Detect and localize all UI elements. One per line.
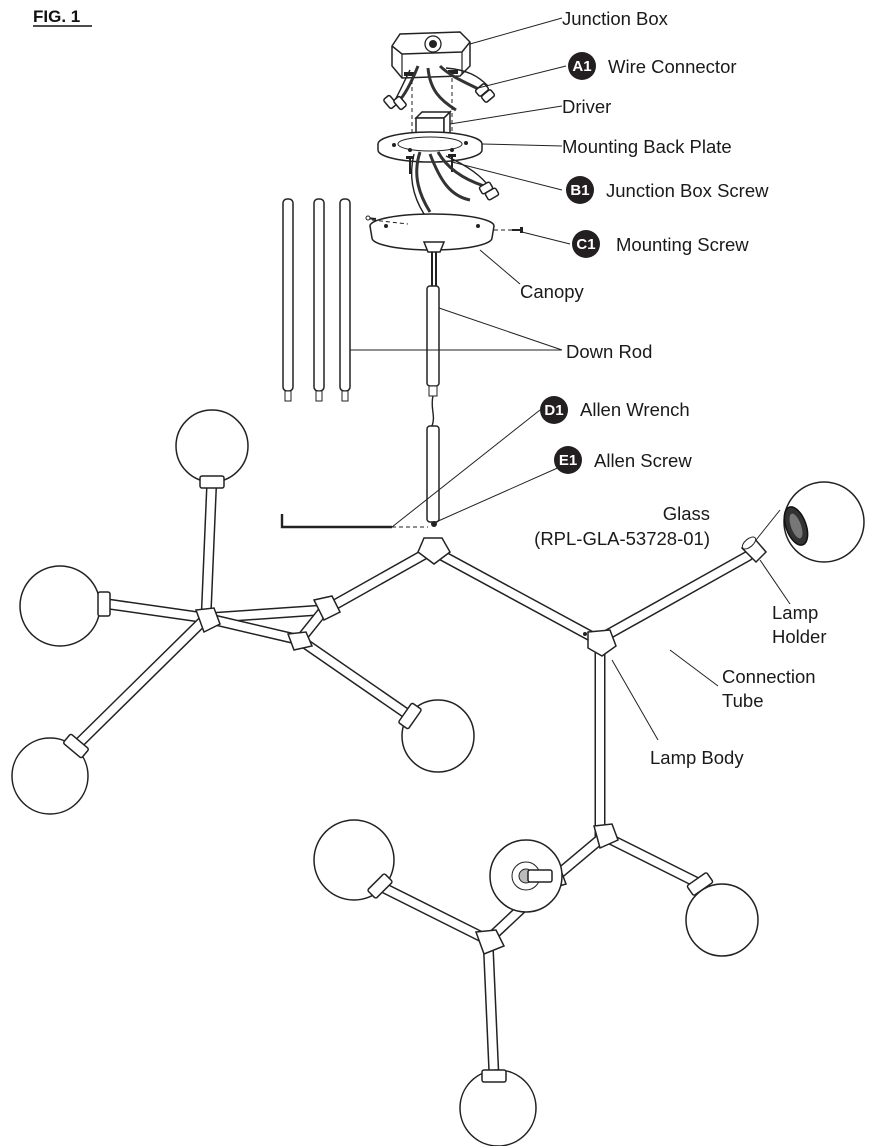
label-lamp-holder-line1: Lamp: [772, 602, 818, 623]
lamp-holder: [367, 873, 393, 899]
canopy: [369, 213, 495, 253]
label-junction-box: Junction Box: [562, 8, 669, 29]
glass-shade: [175, 409, 249, 489]
badge-d1-text: D1: [544, 402, 563, 419]
glass-shade: [398, 699, 475, 773]
glass-shade: [459, 1069, 537, 1146]
loose-lamp-holder: [740, 536, 768, 564]
figure-title-text: FIG. 1: [33, 7, 80, 26]
badge-b1-text: B1: [570, 182, 589, 199]
lamp-holder: [527, 869, 553, 883]
lamp-holder: [398, 702, 422, 730]
connection-tube-fill: [376, 882, 492, 944]
junction-box: [391, 31, 471, 79]
connection-tube-fill: [202, 614, 304, 644]
label-canopy: Canopy: [520, 281, 585, 302]
connection-tube-fill: [296, 636, 414, 720]
label-allen-screw: Allen Screw: [594, 450, 692, 471]
lamp-holder: [686, 872, 714, 896]
glass-shade: [685, 872, 759, 957]
lamp-holder: [199, 475, 225, 489]
badge-d1: D1: [540, 396, 568, 424]
mounting-back-plate: [377, 131, 483, 163]
loose-glass-shade: [783, 481, 865, 563]
badge-a1-text: A1: [572, 58, 591, 75]
badge-a1: A1: [568, 52, 596, 80]
figure-title: FIG. 1: [33, 7, 92, 27]
label-driver: Driver: [562, 96, 611, 117]
connection-tubes: [70, 470, 754, 1082]
badge-c1-text: C1: [576, 236, 595, 253]
lamp-holder: [481, 1069, 507, 1083]
label-mounting-screw: Mounting Screw: [616, 234, 749, 255]
connection-tube-fill: [202, 472, 216, 622]
part-labels: Junction Box A1 Wire Connector Driver Mo…: [520, 8, 827, 768]
badge-b1: B1: [566, 176, 594, 204]
lamp-holder: [63, 733, 89, 759]
glass-shade: [313, 819, 395, 901]
label-junction-box-screw: Junction Box Screw: [606, 180, 769, 201]
label-mounting-back-plate: Mounting Back Plate: [562, 136, 732, 157]
connection-tube-fill: [428, 546, 602, 644]
connection-tube-fill: [600, 832, 704, 888]
allen-wrench: [280, 514, 428, 529]
installed-down-rod: [426, 252, 440, 523]
spare-down-rods: [282, 198, 351, 402]
label-connection-tube-line1: Connection: [722, 666, 816, 687]
leader-lines: [350, 17, 791, 741]
connection-tube-fill: [202, 606, 326, 622]
label-connection-tube-line2: Tube: [722, 690, 763, 711]
glass-shade: [489, 839, 563, 913]
badge-e1: E1: [554, 446, 582, 474]
mounting-screws: [365, 215, 523, 233]
badge-e1-text: E1: [559, 452, 577, 469]
badge-c1: C1: [572, 230, 600, 258]
label-allen-wrench: Allen Wrench: [580, 399, 690, 420]
label-glass-part-number: (RPL-GLA-53728-01): [534, 528, 710, 549]
connection-tube-fill: [332, 546, 436, 608]
lamp-holder: [97, 591, 111, 617]
label-glass: Glass: [663, 503, 710, 524]
connection-tube-fill: [104, 600, 210, 622]
glass-shade: [11, 733, 89, 815]
label-lamp-body: Lamp Body: [650, 747, 744, 768]
connection-tube-fill: [72, 614, 210, 750]
fixture-wires: [410, 151, 500, 215]
label-down-rod: Down Rod: [566, 341, 652, 362]
glass-shade: [19, 565, 111, 647]
label-lamp-holder-line2: Holder: [772, 626, 827, 647]
connection-tube-fill: [594, 552, 752, 644]
connection-tube-fill: [484, 936, 498, 1080]
label-wire-connector: Wire Connector: [608, 56, 737, 77]
glass-shades: [11, 409, 759, 1146]
